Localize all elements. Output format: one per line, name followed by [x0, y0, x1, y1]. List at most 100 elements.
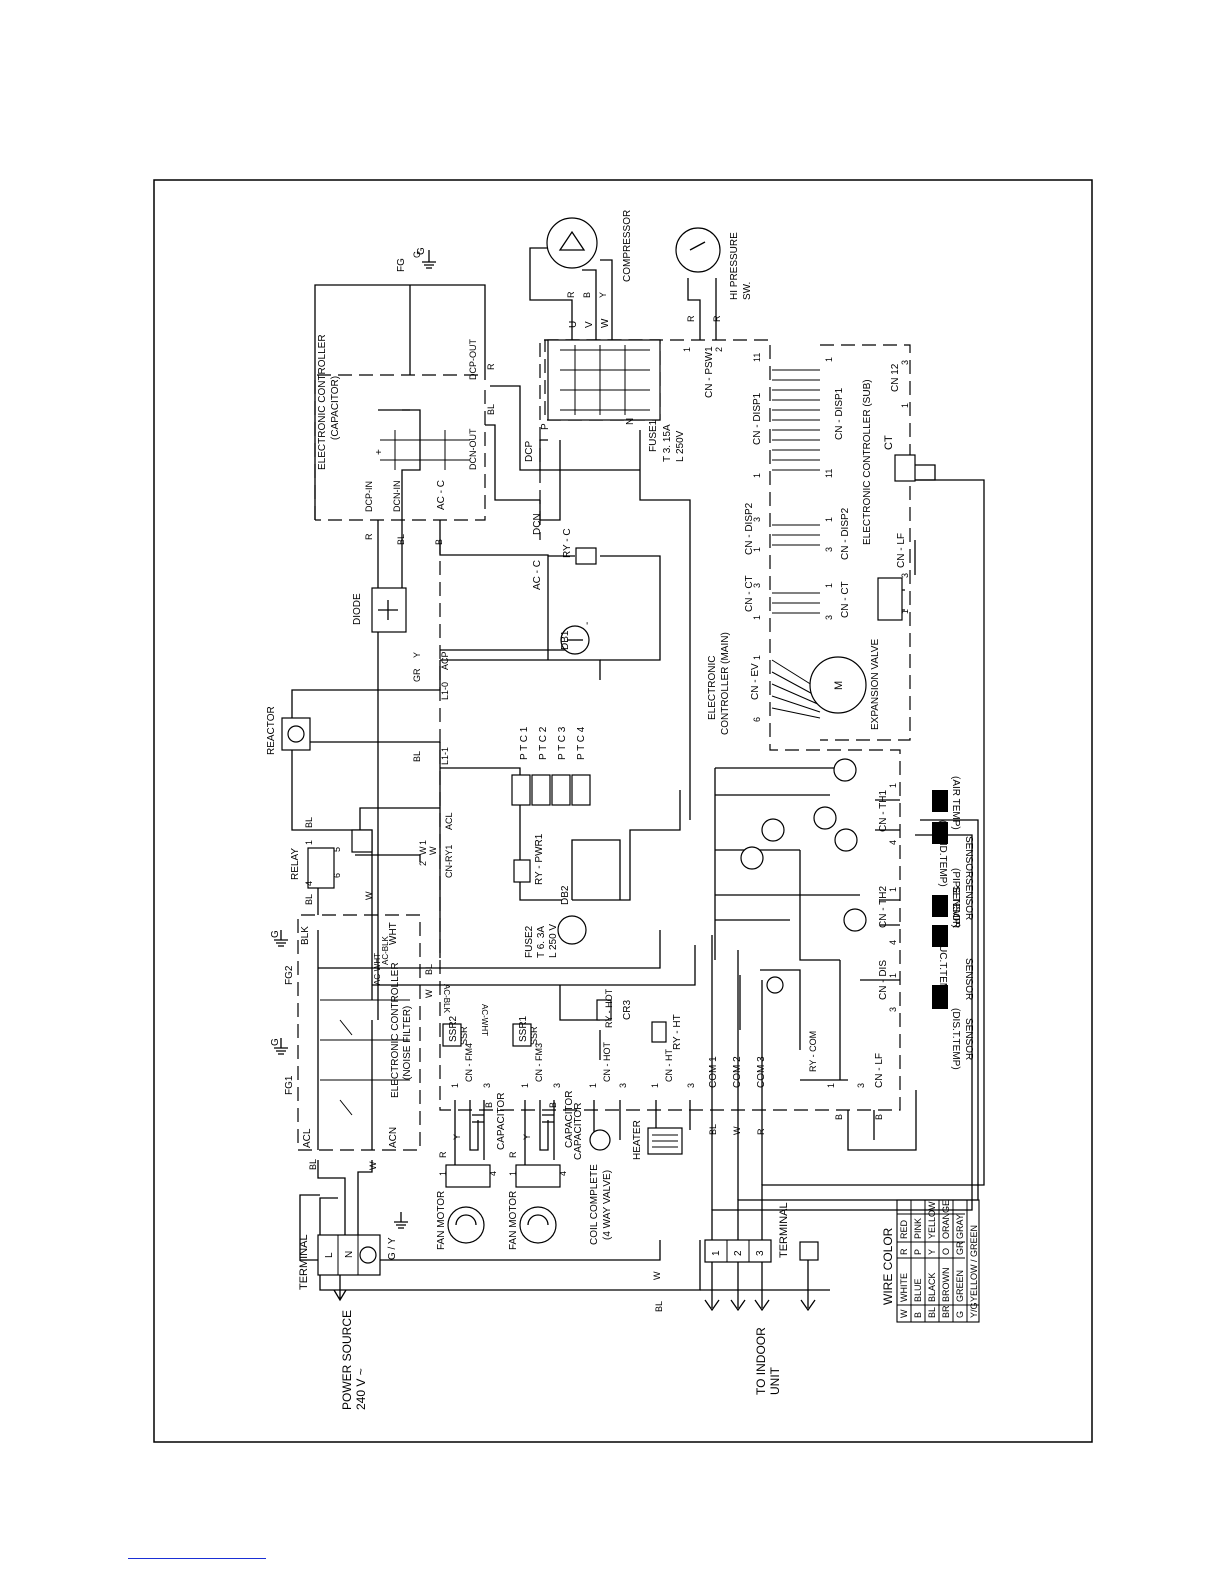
- legend-name2-1: PINK: [913, 1218, 923, 1239]
- wire-w-5: W: [368, 1161, 378, 1170]
- terminal-right-label: TERMINAL: [778, 1202, 790, 1258]
- legend-code2-1: P: [913, 1249, 923, 1255]
- cn-ct-label-2: CN - CT: [840, 581, 851, 618]
- wire-r-8: R: [756, 1128, 766, 1135]
- fg-label: FG: [396, 258, 407, 272]
- pin-fm2-1: 1: [508, 1171, 518, 1176]
- ac-c-label-2: AC - C: [532, 560, 543, 590]
- wire-color-legend: WIRE COLOR WWHITERREDBBLUEPPINKBLBLACKYY…: [881, 1199, 980, 1323]
- power-source-label: POWER SOURCE: [340, 1310, 354, 1410]
- legend-title: WIRE COLOR: [881, 1227, 895, 1305]
- pin-cn12-3: 3: [900, 360, 910, 365]
- cn-lf-label-2: CN - LF: [896, 533, 907, 568]
- pin-fm1-1: 1: [438, 1171, 448, 1176]
- capacitor-3-label: CAPACITOR: [573, 1103, 584, 1160]
- wire-g-1: G: [412, 251, 422, 258]
- pin-relay-1: 1: [304, 840, 314, 845]
- pin-relay-6: 6: [332, 873, 342, 878]
- pin-ev-6: 6: [752, 717, 762, 722]
- pin-disp1b-11: 11: [824, 469, 834, 478]
- wire-y-2: Y: [412, 652, 422, 658]
- wire-b-2: B: [434, 539, 444, 545]
- term-l: L: [324, 1252, 335, 1258]
- cn-disp2-label: CN - DISP2: [744, 502, 755, 555]
- coil-complete-label: COIL COMPLETE: [589, 1164, 600, 1245]
- module-n: N: [625, 418, 636, 425]
- sensor-air-label: SENSOR: [963, 836, 974, 878]
- pin-fm4-3: 3: [482, 1083, 492, 1088]
- compressor-v: V: [584, 321, 595, 328]
- pin-ctb-3: 3: [824, 615, 834, 620]
- wire-b-6: B: [874, 1114, 884, 1120]
- pin-lf-3: 3: [900, 573, 910, 578]
- ry-c-label: RY - C: [562, 528, 573, 558]
- wire-r-3: R: [712, 315, 722, 322]
- dcn-in-label: DCN-IN: [392, 481, 402, 513]
- pin-cnry1-2: 2: [418, 861, 428, 866]
- cr3-label: CR3: [622, 1000, 633, 1020]
- diagram-frame: [153, 179, 1093, 1443]
- acn-label: ACN: [388, 1127, 399, 1148]
- cn-ry1-label: CN-RY1: [444, 845, 454, 878]
- ssr1-label: SSR1: [518, 1015, 529, 1042]
- ground-symbols: [274, 250, 436, 1229]
- fan-motor-2-label: FAN MOTOR: [508, 1191, 519, 1250]
- wht-label: WHT: [388, 922, 399, 945]
- ec-noise-sub: (NOISE FILTER): [402, 1006, 413, 1080]
- sensor-dis-sub: (DIS.T.TEMP): [950, 1008, 961, 1070]
- cn-th2-label: CN - TH2: [878, 886, 889, 928]
- cap-plus: +: [374, 449, 385, 455]
- cn-disp2-label-2: CN - DISP2: [840, 507, 851, 560]
- pin-fm4-1: 1: [450, 1083, 460, 1088]
- cn12-label: CN 12: [890, 363, 901, 392]
- diode-label: DIODE: [352, 593, 363, 625]
- motor-m-label: M: [833, 681, 845, 690]
- cn-fm3-label: CN - FM3: [534, 1043, 544, 1082]
- pin-lf2-1: 1: [826, 1083, 836, 1088]
- wire-bl-1: BL: [396, 534, 406, 545]
- fuse2-v: L 250 V: [548, 924, 559, 958]
- sensor-cond-sub: (COND.TEMP): [937, 820, 948, 887]
- pin-th2-4: 4: [888, 940, 898, 945]
- pin-disp2b-1: 1: [824, 517, 834, 522]
- wire-r-2: R: [686, 315, 696, 322]
- com1-label: COM 1: [708, 1056, 719, 1088]
- wire-bl-9: BL: [654, 1301, 664, 1312]
- pin-hot-3: 3: [618, 1083, 628, 1088]
- legend-code2-0: R: [899, 1248, 909, 1255]
- pin-ctb-1: 1: [824, 583, 834, 588]
- acp-label: ACP: [440, 651, 450, 670]
- g-label-1: G: [416, 247, 427, 255]
- legend-name1-0: WHITE: [899, 1273, 909, 1302]
- pin-disp1-11: 11: [752, 353, 762, 362]
- hi-pressure-label: HI PRESSURE: [729, 232, 740, 300]
- legend-name1-5: YELLOW / GREEN: [969, 1225, 979, 1302]
- wire-bl-6: BL: [424, 964, 434, 975]
- ry-pwr1-label: RY - PWR1: [534, 833, 545, 885]
- pin-relay-4: 4: [304, 881, 314, 886]
- dcn-label: DCN: [532, 513, 543, 535]
- cn-ht-label: CN - HT: [664, 1049, 674, 1082]
- ry-com-label: RY - COM: [808, 1031, 818, 1072]
- legend-code1-4: G: [955, 1311, 965, 1318]
- term-gy: G / Y: [387, 1237, 398, 1260]
- footer-rule: [128, 1558, 266, 1559]
- sensor-cond-label: SENSOR: [950, 886, 961, 928]
- legend-name2-4: GRAY: [955, 1214, 965, 1239]
- wire-gr-1: GR: [412, 668, 422, 682]
- wire-b-3: B: [484, 1102, 494, 1108]
- legend-code1-2: BL: [927, 1307, 937, 1318]
- wire-y-1: Y: [598, 292, 608, 298]
- capacitor-2-label: CAPACITOR: [564, 1091, 575, 1148]
- sensor-pipe-label: SENSOR: [963, 878, 974, 920]
- legend-code1-1: B: [913, 1312, 923, 1318]
- ec-main-label: ELECTRONIC: [707, 656, 718, 720]
- legend-name2-3: ORANGE: [941, 1200, 951, 1239]
- legend-name1-1: BLUE: [913, 1278, 923, 1302]
- wire-w-4: W: [424, 989, 434, 998]
- capacitor-1-label: CAPACITOR: [496, 1093, 507, 1150]
- cn-th1-label: CN - TH1: [878, 790, 889, 832]
- wire-r-1: R: [566, 291, 576, 298]
- wire-r-6: R: [438, 1151, 448, 1158]
